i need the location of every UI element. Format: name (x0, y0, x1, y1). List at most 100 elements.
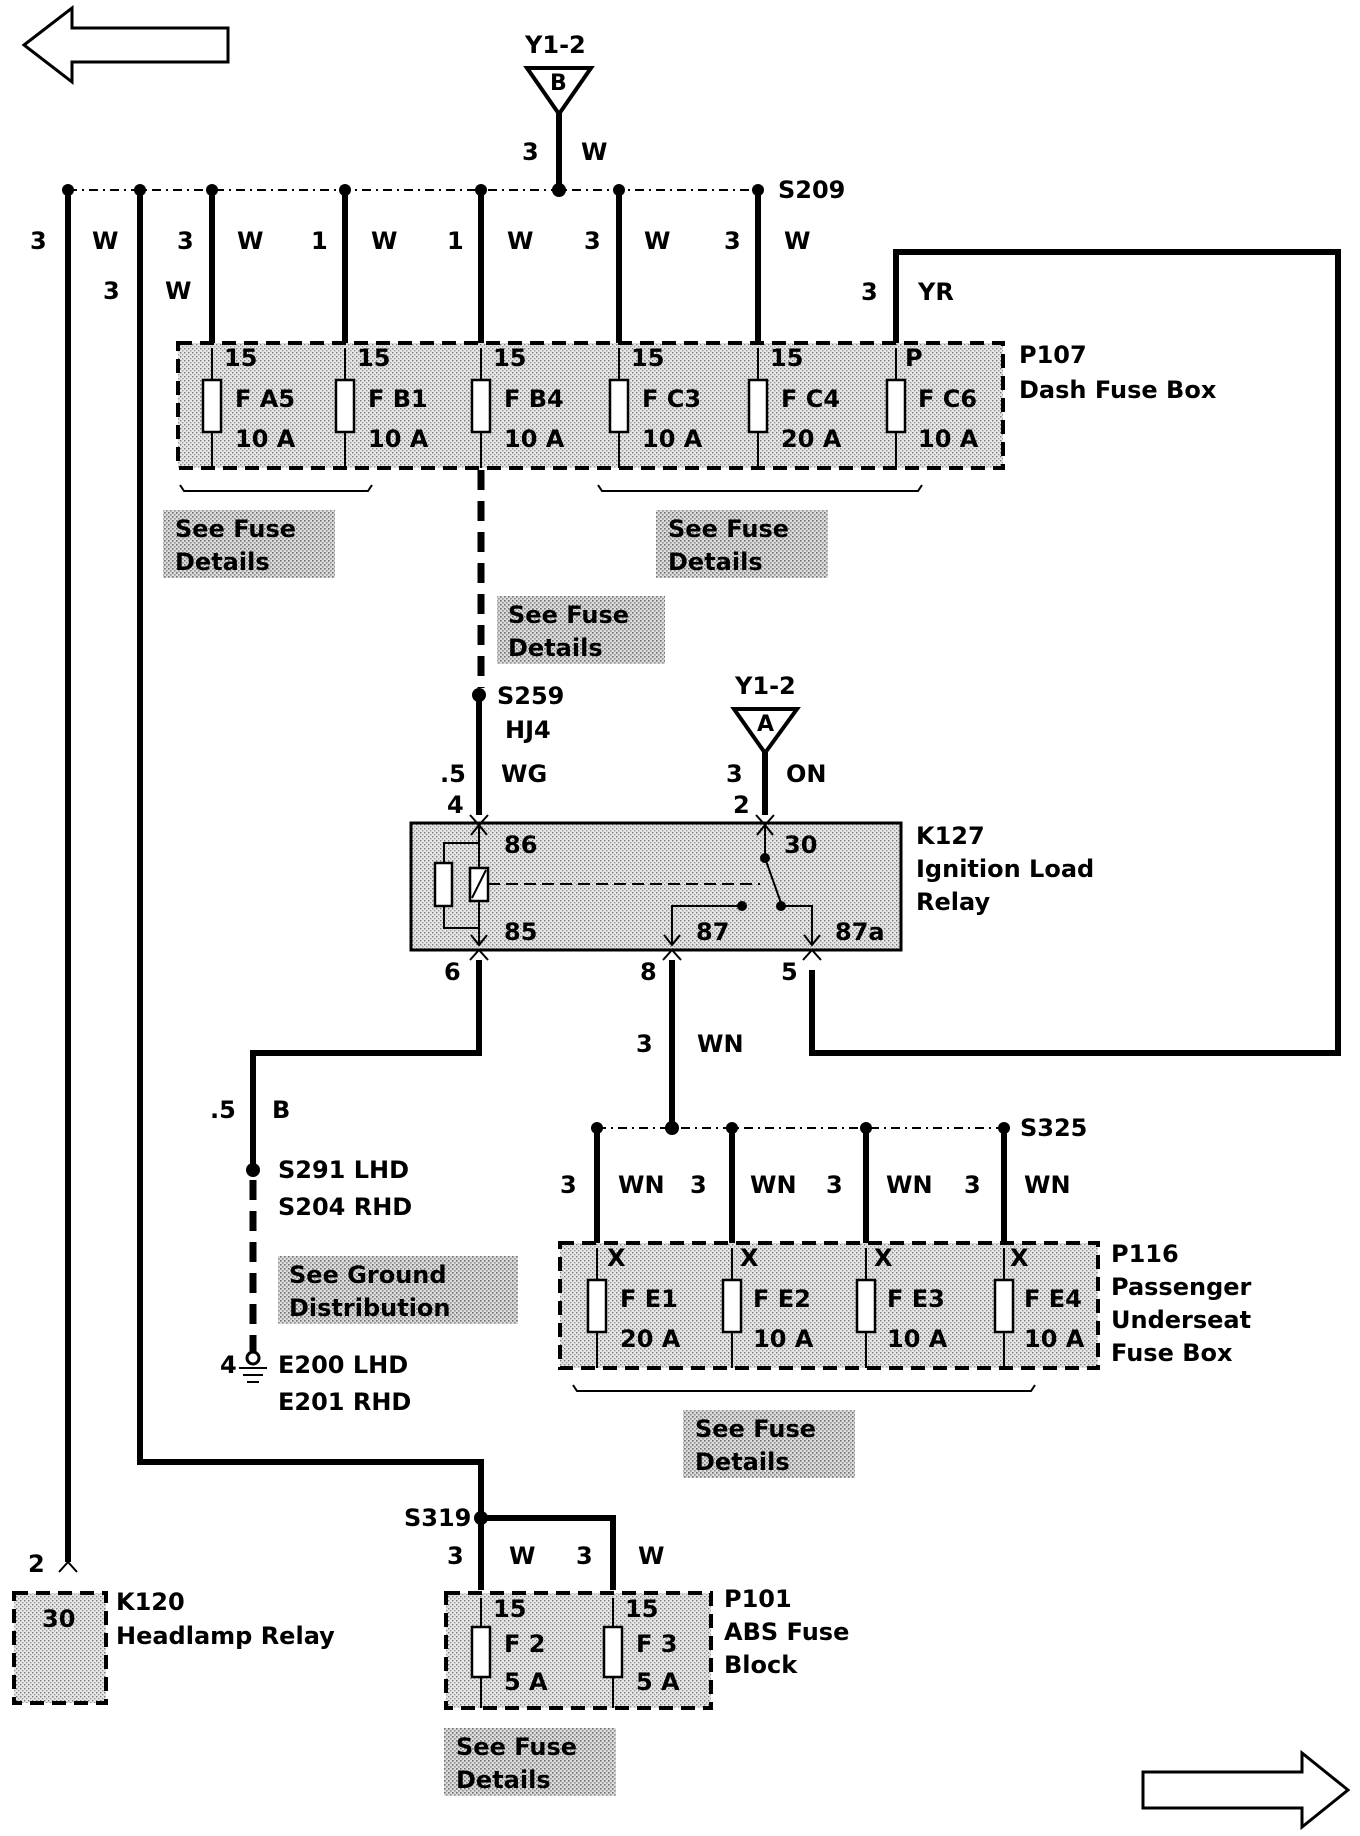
underseat-fuse-fe1: X F E1 20 A (586, 1244, 681, 1368)
svg-text:See Fuse: See Fuse (695, 1415, 816, 1443)
ground-wire-color: B (272, 1096, 290, 1124)
relay-name-line2: Relay (916, 888, 990, 916)
svg-text:15: 15 (625, 1595, 658, 1623)
wire-relay-85-ground (250, 960, 482, 1165)
svg-text:1: 1 (311, 227, 328, 255)
abs-block-name-2: Block (724, 1651, 798, 1679)
svg-text:5 A: 5 A (636, 1668, 680, 1696)
svg-text:F E3: F E3 (887, 1285, 945, 1313)
headlamp-relay-pin: 2 (28, 1550, 45, 1578)
underseat-box-name-2: Underseat (1111, 1306, 1251, 1334)
underseat-fuse-fe2: X F E2 10 A (721, 1244, 814, 1368)
relay-out-size: 3 (636, 1030, 653, 1058)
note-ground-distribution: See Ground Distribution (278, 1256, 518, 1324)
svg-text:10 A: 10 A (918, 425, 979, 453)
svg-text:15: 15 (631, 344, 664, 372)
svg-text:15: 15 (493, 1595, 526, 1623)
svg-text:F C3: F C3 (642, 385, 701, 413)
svg-text:See Ground: See Ground (289, 1261, 447, 1289)
relay-pin-2: 2 (733, 791, 750, 819)
svg-text:WN: WN (1024, 1171, 1071, 1199)
svg-text:10 A: 10 A (642, 425, 703, 453)
wire-abs-feed (137, 190, 484, 1518)
bracket-left-fuses (179, 484, 373, 492)
note-fuse-details-3: See Fuse Details (497, 596, 665, 664)
svg-text:20 A: 20 A (781, 425, 842, 453)
top-wire-labels: 3 W 3 W 3 W 1 W 1 W 3 W 3 W 3 YR (30, 227, 954, 306)
ground-wire-size: .5 (210, 1096, 236, 1124)
svg-text:3: 3 (177, 227, 194, 255)
svg-text:1: 1 (447, 227, 464, 255)
headlamp-relay-term: 30 (42, 1605, 75, 1633)
abs-fuse-f3: 15 F 3 5 A (602, 1595, 680, 1708)
svg-text:X: X (607, 1244, 626, 1272)
svg-text:3: 3 (964, 1171, 981, 1199)
svg-text:10 A: 10 A (235, 425, 296, 453)
svg-text:3: 3 (690, 1171, 707, 1199)
svg-text:P: P (905, 344, 923, 372)
abs-block-name-1: ABS Fuse (724, 1618, 849, 1646)
headlamp-relay-id: K120 (116, 1588, 185, 1616)
relay-out-color: WN (697, 1030, 744, 1058)
relay-feed-triangle (730, 707, 801, 757)
svg-text:5 A: 5 A (504, 1668, 548, 1696)
svg-text:YR: YR (917, 278, 954, 306)
right-arrow-icon[interactable] (1141, 1749, 1351, 1831)
svg-text:W: W (784, 227, 810, 255)
relay-pin-5: 5 (781, 958, 798, 986)
relay-feed-connector: Y1-2 (734, 672, 796, 700)
headlamp-relay-name: Headlamp Relay (116, 1622, 335, 1650)
svg-text:20 A: 20 A (620, 1325, 681, 1353)
underseat-box-id: P116 (1111, 1240, 1179, 1268)
top-feed-connector: Y1-2 (524, 31, 586, 59)
dash-fuse-box (176, 341, 1005, 470)
svg-text:See Fuse: See Fuse (456, 1733, 577, 1761)
svg-text:X: X (1010, 1244, 1029, 1272)
svg-text:Details: Details (456, 1766, 551, 1794)
svg-text:15: 15 (493, 344, 526, 372)
svg-text:3: 3 (30, 227, 47, 255)
svg-text:F A5: F A5 (235, 385, 295, 413)
svg-text:10 A: 10 A (753, 1325, 814, 1353)
underseat-fuse-fe3: X F E3 10 A (855, 1244, 948, 1368)
svg-text:F E2: F E2 (753, 1285, 811, 1313)
underseat-fuse-fe4: X F E4 10 A (993, 1244, 1085, 1368)
splice-s325-label: S325 (1020, 1114, 1087, 1142)
svg-text:W: W (507, 227, 533, 255)
svg-text:3: 3 (584, 227, 601, 255)
svg-text:F C4: F C4 (781, 385, 840, 413)
svg-text:10 A: 10 A (887, 1325, 948, 1353)
splice-s259-sub: HJ4 (505, 716, 551, 744)
relay-id: K127 (916, 822, 985, 850)
svg-text:WN: WN (618, 1171, 665, 1199)
abs-block-id: P101 (724, 1585, 792, 1613)
relay-term-86: 86 (504, 831, 537, 859)
svg-text:10 A: 10 A (1024, 1325, 1085, 1353)
bracket-underseat-fuses (572, 1384, 1036, 1392)
svg-text:15: 15 (770, 344, 803, 372)
svg-text:15: 15 (224, 344, 257, 372)
bracket-right-fuses (597, 484, 923, 492)
svg-text:W: W (638, 1542, 664, 1570)
svg-text:W: W (237, 227, 263, 255)
svg-text:3: 3 (724, 227, 741, 255)
svg-text:WN: WN (886, 1171, 933, 1199)
svg-text:See Fuse: See Fuse (668, 515, 789, 543)
dash-fuse-fc4: 15 F C4 20 A (747, 344, 842, 468)
svg-text:Distribution: Distribution (289, 1294, 451, 1322)
top-feed-color: W (581, 138, 607, 166)
svg-text:W: W (509, 1542, 535, 1570)
underseat-box-name-3: Fuse Box (1111, 1339, 1233, 1367)
splice-s291-label: S291 LHD (278, 1156, 409, 1184)
svg-text:See Fuse: See Fuse (508, 601, 629, 629)
note-fuse-details-2: See Fuse Details (656, 510, 828, 578)
ignition-load-relay (409, 821, 903, 952)
svg-text:Details: Details (508, 634, 603, 662)
left-arrow-icon[interactable] (21, 4, 230, 86)
note-fuse-details-4: See Fuse Details (683, 1410, 855, 1478)
svg-text:15: 15 (357, 344, 390, 372)
ground-symbol-icon (239, 1350, 267, 1383)
svg-text:3: 3 (447, 1542, 464, 1570)
wire-fc6-loop (809, 249, 1341, 1056)
